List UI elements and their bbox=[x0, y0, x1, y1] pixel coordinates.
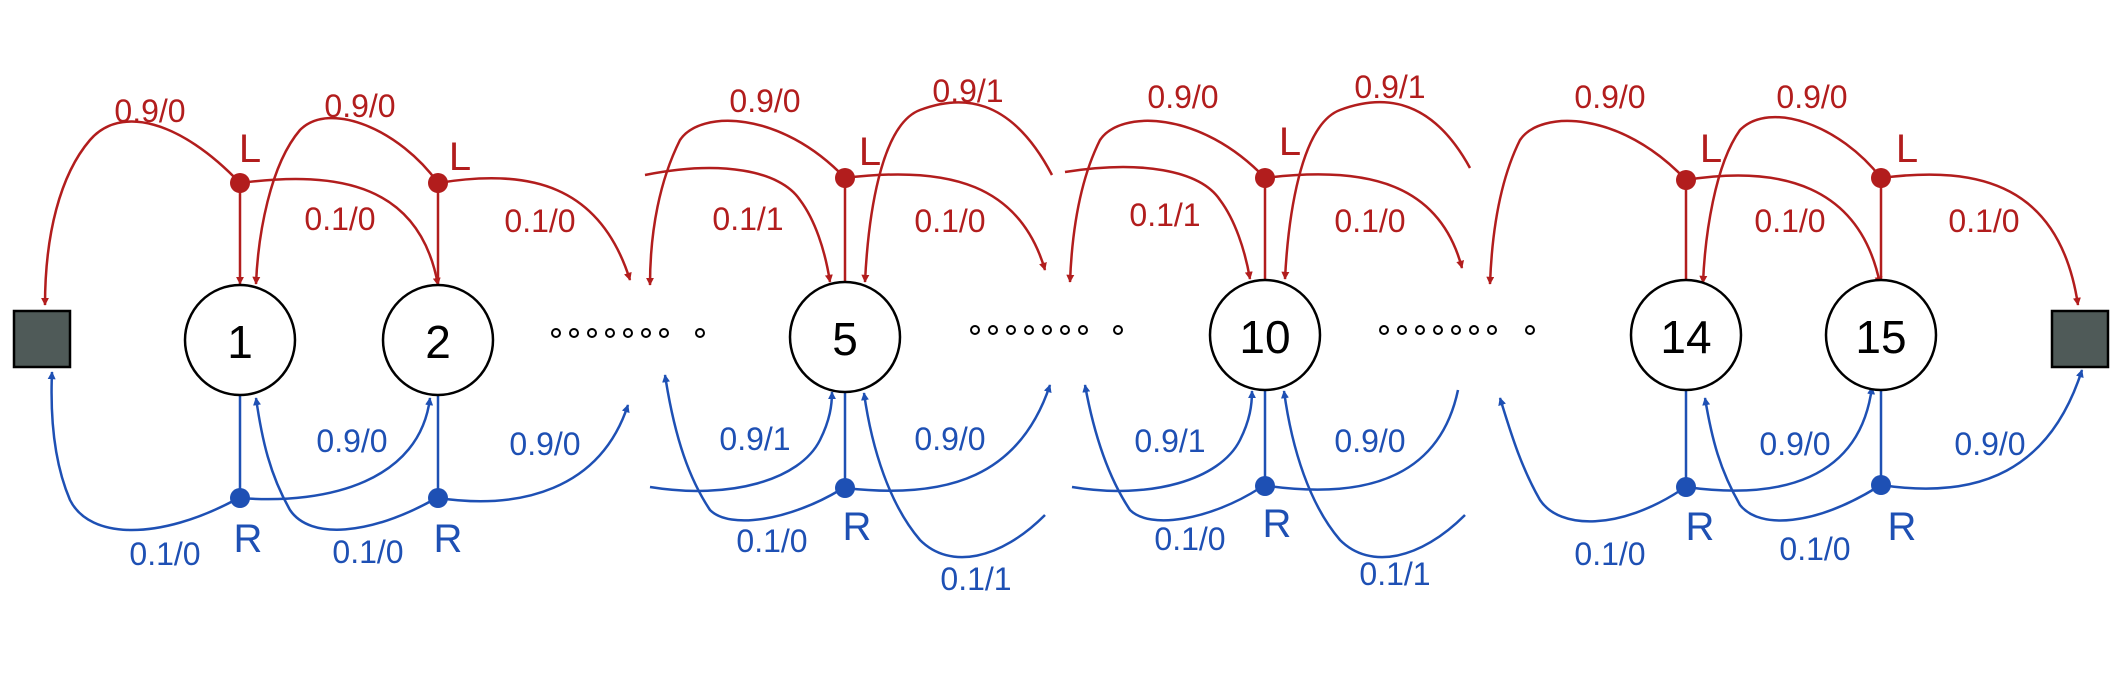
label-l10-top: 0.9/1 bbox=[1354, 69, 1425, 105]
edge-r10-fwd bbox=[1267, 389, 1460, 491]
edge-r10-back bbox=[1082, 384, 1261, 522]
edge-r15-back bbox=[1702, 397, 1877, 522]
edge-l10-top bbox=[1281, 100, 1472, 280]
label-r14-back: 0.1/0 bbox=[1574, 536, 1645, 572]
label-r10-in: 0.9/1 bbox=[1134, 423, 1205, 459]
label-l15-back: 0.9/0 bbox=[1776, 79, 1847, 115]
label-l2-fwd: 0.1/0 bbox=[504, 203, 575, 239]
label-r10-bot: 0.1/1 bbox=[1359, 556, 1430, 592]
state-label-1: 1 bbox=[227, 316, 253, 368]
label-l10-fwd: 0.1/0 bbox=[1334, 203, 1405, 239]
label-l2-back: 0.9/0 bbox=[324, 88, 395, 124]
ellipsis-2 bbox=[970, 325, 1123, 335]
label-r5-bot: 0.1/1 bbox=[940, 561, 1011, 597]
edge-r5-in bbox=[649, 391, 836, 493]
edge-l5-in bbox=[644, 166, 833, 283]
action-label-r-5: R bbox=[843, 505, 872, 549]
edge-r5-back bbox=[662, 374, 841, 522]
label-r10-fwd: 0.9/0 bbox=[1334, 423, 1405, 459]
edge-l1-fwd bbox=[239, 177, 441, 286]
edge-r2-back bbox=[253, 397, 434, 531]
action-label-r-14: R bbox=[1686, 505, 1715, 549]
edge-l15-fwd bbox=[1880, 173, 2081, 306]
state-label-15: 15 bbox=[1855, 311, 1906, 363]
edge-l5-back bbox=[646, 119, 846, 286]
label-l1-fwd: 0.1/0 bbox=[304, 201, 375, 237]
action-label-l-10: L bbox=[1279, 120, 1301, 164]
state-node-5: 5 bbox=[788, 280, 902, 394]
label-r1-back: 0.1/0 bbox=[129, 536, 200, 572]
state-label-5: 5 bbox=[832, 313, 858, 365]
edge-r10-bot bbox=[1281, 390, 1466, 559]
label-r5-fwd: 0.9/0 bbox=[914, 421, 985, 457]
edge-r15-fwd bbox=[1880, 369, 2084, 490]
label-r2-back: 0.1/0 bbox=[332, 534, 403, 570]
right-action-dots bbox=[230, 475, 1891, 508]
edge-r2-fwd bbox=[437, 404, 630, 503]
left-action-dots bbox=[230, 168, 1891, 193]
edge-l14-fwd bbox=[1685, 174, 1883, 285]
edge-l2-fwd bbox=[437, 177, 632, 281]
edge-l10-fwd bbox=[1264, 173, 1465, 269]
edge-l14-back bbox=[1486, 119, 1687, 285]
label-l10-back: 0.9/0 bbox=[1147, 79, 1218, 115]
state-node-2: 2 bbox=[381, 283, 495, 397]
edge-r5-bot bbox=[861, 392, 1046, 559]
action-label-l-15: L bbox=[1896, 127, 1918, 171]
label-l1-back: 0.9/0 bbox=[114, 93, 185, 129]
label-r10-back: 0.1/0 bbox=[1154, 521, 1225, 557]
label-r1-fwd: 0.9/0 bbox=[316, 423, 387, 459]
edge-l10-back bbox=[1066, 119, 1266, 283]
action-label-l-5: L bbox=[859, 130, 881, 174]
label-l10-in: 0.1/1 bbox=[1129, 197, 1200, 233]
terminal-state-right bbox=[2050, 309, 2110, 369]
state-label-10: 10 bbox=[1239, 311, 1290, 363]
label-r15-back: 0.1/0 bbox=[1779, 531, 1850, 567]
label-r5-in: 0.9/1 bbox=[719, 421, 790, 457]
label-l5-in: 0.1/1 bbox=[712, 201, 783, 237]
edge-r5-fwd bbox=[844, 384, 1052, 492]
state-label-2: 2 bbox=[425, 316, 451, 368]
label-r15-fwd: 0.9/0 bbox=[1954, 426, 2025, 462]
action-label-r-10: R bbox=[1263, 502, 1292, 546]
label-l5-top: 0.9/1 bbox=[932, 73, 1003, 109]
ellipsis-3 bbox=[1379, 325, 1535, 335]
action-label-l-2: L bbox=[449, 135, 471, 179]
edge-r14-fwd bbox=[1685, 386, 1876, 492]
edge-l2-back bbox=[252, 116, 440, 285]
edge-r10-in bbox=[1071, 390, 1256, 493]
label-l15-fwd: 0.1/0 bbox=[1948, 203, 2019, 239]
label-r2-fwd: 0.9/0 bbox=[509, 426, 580, 462]
state-node-1: 1 bbox=[183, 283, 297, 397]
state-node-14: 14 bbox=[1629, 278, 1743, 392]
label-l5-back: 0.9/0 bbox=[729, 83, 800, 119]
action-label-l-14: L bbox=[1700, 127, 1722, 171]
state-node-15: 15 bbox=[1824, 278, 1938, 392]
right-action-edges bbox=[47, 369, 2084, 559]
state-node-10: 10 bbox=[1208, 278, 1322, 392]
edge-r14-back bbox=[1498, 397, 1682, 523]
edge-l1-back bbox=[41, 120, 241, 306]
edge-r1-back bbox=[47, 371, 236, 532]
action-label-r-2: R bbox=[434, 517, 463, 561]
edge-l5-fwd bbox=[844, 173, 1047, 271]
label-l14-fwd: 0.1/0 bbox=[1754, 203, 1825, 239]
label-l5-fwd: 0.1/0 bbox=[914, 203, 985, 239]
label-r14-fwd: 0.9/0 bbox=[1759, 426, 1830, 462]
label-l14-back: 0.9/0 bbox=[1574, 79, 1645, 115]
action-label-l-1: L bbox=[239, 127, 261, 171]
edge-l5-top bbox=[861, 101, 1054, 283]
ellipsis-1 bbox=[551, 328, 705, 338]
edge-r1-fwd bbox=[239, 397, 434, 501]
state-label-14: 14 bbox=[1660, 311, 1711, 363]
terminal-state-left bbox=[12, 309, 72, 369]
edge-l15-back bbox=[1699, 115, 1882, 284]
action-label-r-1: R bbox=[234, 517, 263, 561]
left-action-edges bbox=[41, 100, 2081, 306]
action-label-r-15: R bbox=[1888, 505, 1917, 549]
edge-l10-in bbox=[1064, 165, 1253, 280]
label-r5-back: 0.1/0 bbox=[736, 523, 807, 559]
